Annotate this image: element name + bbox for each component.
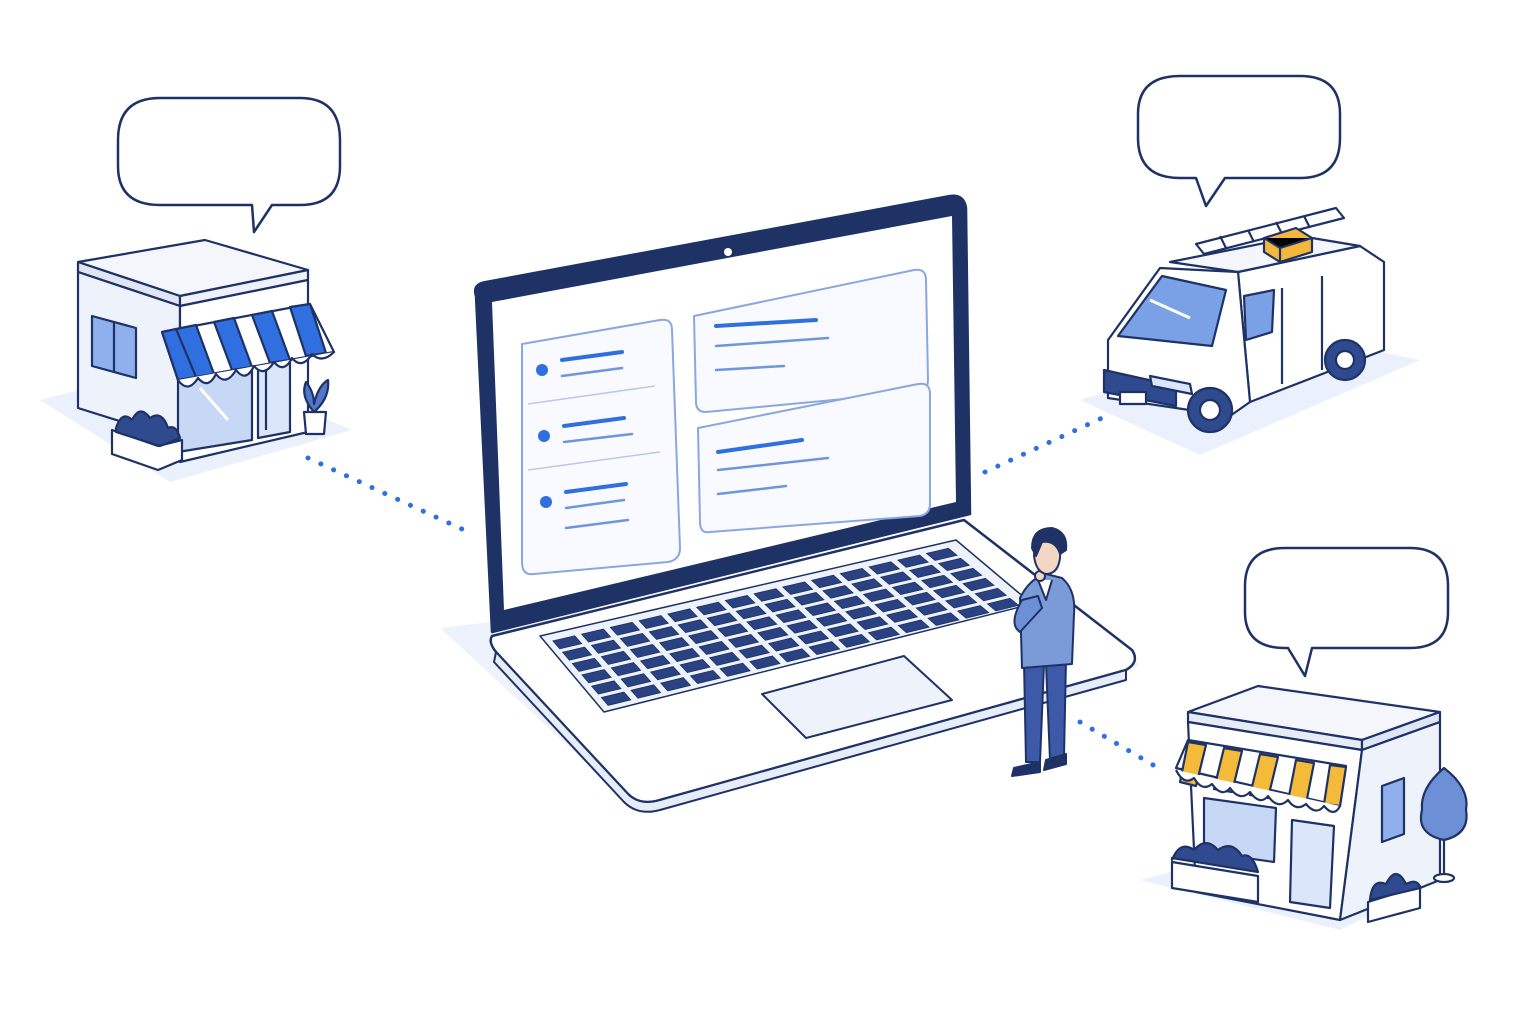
laptop-keyboard [552, 547, 1020, 706]
keyboard-key [695, 601, 727, 616]
keyboard-key [619, 632, 651, 647]
keyboard-key [753, 588, 785, 602]
keyboard-key [630, 684, 662, 699]
keyboard-key [552, 635, 583, 650]
keyboard-key [775, 609, 807, 624]
keyboard-key [915, 602, 948, 616]
keyboard-key [786, 619, 819, 634]
connection-lines [305, 415, 1168, 775]
keyboard-key [937, 557, 971, 571]
keyboard-key [880, 571, 913, 585]
connector-left-shop [305, 455, 467, 533]
keyboard-key [874, 598, 907, 613]
keyboard-key [679, 659, 711, 674]
keyboard-key [724, 594, 756, 609]
keyboard-key [815, 612, 848, 627]
keyboard-key [727, 634, 760, 648]
keyboard-key [609, 621, 641, 636]
keyboard-key [659, 677, 692, 692]
keyboard-key [561, 646, 593, 661]
keyboard-key [610, 662, 642, 677]
speech-bubble-icon [1136, 74, 1342, 208]
keyboard-key [856, 616, 889, 630]
keyboard-key [629, 643, 661, 658]
connector-right-shop [1077, 719, 1168, 775]
keyboard-key [927, 612, 960, 626]
keyboard-key [590, 639, 622, 654]
keyboard-key [833, 595, 866, 610]
keyboard-key [639, 655, 671, 670]
keyboard-key [896, 554, 930, 568]
businessman-icon [1011, 527, 1076, 777]
keyboard-key [600, 691, 632, 706]
keyboard-key [590, 680, 622, 695]
keyboard-key [706, 612, 738, 627]
keyboard-key [810, 574, 843, 589]
speech-bubble-icon [1243, 546, 1450, 678]
keyboard-key [804, 602, 837, 617]
keyboard-key [782, 581, 814, 595]
keyboard-key [920, 574, 954, 589]
keyboard-key [667, 608, 698, 623]
keyboard-key [658, 637, 690, 651]
keyboard-key [891, 581, 924, 596]
keyboard-key [826, 623, 859, 638]
keyboard-key [793, 591, 825, 606]
keyboard-key [735, 605, 767, 620]
keyboard-key [908, 564, 942, 578]
keyboard-key [757, 627, 789, 641]
keyboard-key [851, 578, 883, 592]
keyboard-key [571, 657, 603, 672]
keyboard-key [839, 568, 872, 582]
keyboard-key [867, 626, 901, 641]
keyboard-key [808, 641, 841, 655]
keyboard-key [580, 628, 612, 643]
keyboard-key [767, 637, 800, 652]
keyboard-key [950, 567, 983, 582]
keyboard-key [581, 669, 612, 684]
storefront-left [76, 238, 336, 472]
keyboard-key [778, 648, 811, 663]
keyboard-key [746, 616, 778, 630]
keyboard-key [717, 623, 749, 637]
keyboard-key [648, 626, 680, 640]
keyboard-key [600, 650, 632, 665]
keyboard-key [738, 644, 770, 659]
keyboard-key [638, 615, 670, 629]
keyboard-key [669, 648, 701, 662]
keyboard-key [838, 633, 871, 648]
keyboard-key [925, 547, 958, 561]
keyboard-key [620, 673, 652, 688]
keyboard-key [868, 561, 901, 575]
keyboard-key [962, 577, 995, 592]
keyboard-key [974, 587, 1008, 602]
keyboard-key [844, 605, 877, 620]
delivery-van-icon [1102, 206, 1386, 434]
connector-van [982, 415, 1105, 475]
keyboard-key [708, 651, 741, 666]
keyboard-key [677, 619, 709, 634]
keyboard-key [862, 588, 895, 603]
keyboard-key [764, 598, 796, 613]
keyboard-key [689, 669, 722, 685]
keyboard-key [932, 584, 966, 599]
keyboard-key [797, 630, 830, 645]
speech-bubble-icon [116, 96, 342, 234]
keyboard-key [719, 662, 751, 677]
keyboard-key [944, 595, 978, 609]
keyboard-key [822, 585, 854, 599]
keyboard-key [885, 609, 919, 623]
keyboard-key [749, 655, 781, 670]
keyboard-key [903, 591, 936, 606]
keyboard-key [649, 666, 681, 681]
keyboard-key [897, 619, 930, 634]
keyboard-key [956, 605, 990, 619]
storefront-right [1170, 684, 1468, 924]
keyboard-key [698, 641, 730, 655]
keyboard-key [688, 630, 720, 644]
